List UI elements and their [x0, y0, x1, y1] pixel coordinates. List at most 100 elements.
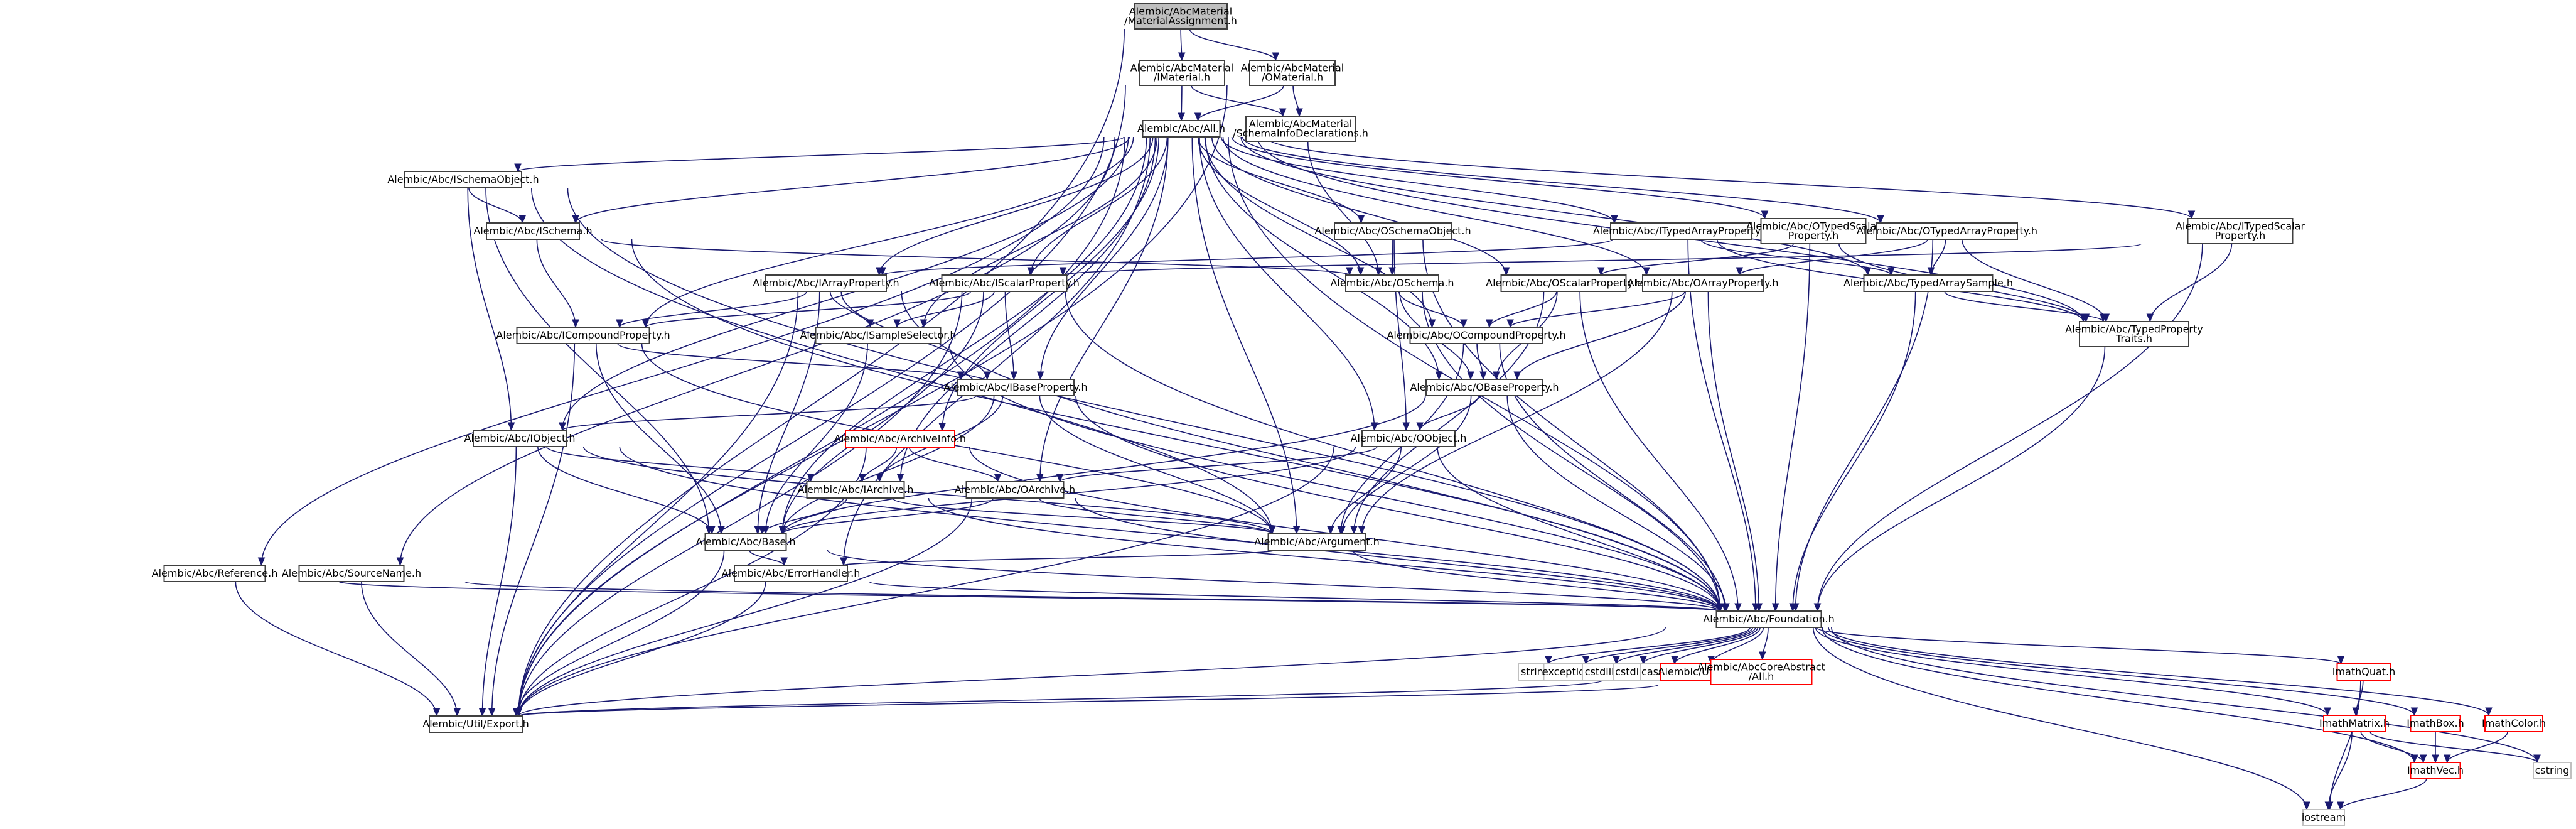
node-box[interactable] — [2410, 762, 2461, 779]
node-export[interactable]: Alembic/Util/Export.h — [422, 715, 529, 733]
node-box[interactable] — [2323, 715, 2386, 732]
node-box[interactable] — [1134, 3, 1228, 30]
node-imathmatrix[interactable]: ImathMatrix.h — [2319, 715, 2390, 732]
node-box[interactable] — [845, 430, 955, 448]
node-oobject[interactable]: Alembic/Abc/OObject.h — [1351, 430, 1467, 447]
arrowhead-foundation-to-imathmatrix — [2324, 707, 2331, 717]
node-imathbox[interactable]: ImathBox.h — [2407, 715, 2464, 732]
node-box[interactable] — [1334, 222, 1452, 240]
node-schemainfo[interactable]: Alembic/AbcMaterial/SchemaInfoDeclaratio… — [1233, 116, 1368, 142]
node-box[interactable] — [1361, 430, 1456, 447]
node-box[interactable] — [1760, 218, 1867, 244]
node-box[interactable] — [486, 222, 580, 240]
node-oschema[interactable]: Alembic/Abc/OSchema.h — [1330, 274, 1454, 292]
node-box[interactable] — [1245, 116, 1356, 142]
node-iobject[interactable]: Alembic/Abc/IObject.h — [464, 430, 576, 447]
node-box[interactable] — [734, 565, 848, 582]
node-obaseproperty[interactable]: Alembic/Abc/OBaseProperty.h — [1410, 379, 1559, 396]
node-iostream[interactable]: iostream — [2302, 809, 2346, 826]
node-itypedarrayproperty[interactable]: Alembic/Abc/ITypedArrayProperty.h — [1593, 222, 1769, 240]
node-imathvec[interactable]: ImathVec.h — [2407, 762, 2464, 779]
node-box[interactable] — [1142, 120, 1221, 138]
node-otypedarrayproperty[interactable]: Alembic/Abc/OTypedArrayProperty.h — [1857, 222, 2037, 240]
node-ischema[interactable]: Alembic/Abc/ISchema.h — [473, 222, 593, 240]
node-box[interactable] — [806, 481, 905, 499]
node-box[interactable] — [1345, 274, 1439, 292]
node-box[interactable] — [1642, 274, 1764, 292]
node-imathquat[interactable]: ImathQuat.h — [2332, 663, 2396, 681]
node-box[interactable] — [473, 430, 567, 447]
node-box[interactable] — [516, 327, 650, 344]
node-argument[interactable]: Alembic/Abc/Argument.h — [1254, 533, 1380, 551]
node-box[interactable] — [1425, 379, 1543, 396]
node-ocompoundproperty[interactable]: Alembic/Abc/OCompoundProperty.h — [1387, 327, 1566, 344]
node-ibaseproperty[interactable]: Alembic/Abc/IBaseProperty.h — [943, 379, 1088, 396]
node-omaterial[interactable]: Alembic/AbcMaterial/OMaterial.h — [1241, 60, 1344, 86]
node-box[interactable] — [815, 327, 942, 344]
node-abcall[interactable]: Alembic/Abc/All.h — [1137, 120, 1225, 138]
node-box[interactable] — [1710, 659, 1813, 685]
node-errorhandler[interactable]: Alembic/Abc/ErrorHandler.h — [722, 565, 861, 582]
node-box[interactable] — [2187, 218, 2294, 244]
node-iscalarproperty[interactable]: Alembic/Abc/IScalarProperty.h — [929, 274, 1080, 292]
node-ischemaobject[interactable]: Alembic/Abc/ISchemaObject.h — [387, 171, 539, 188]
node-box[interactable] — [2484, 715, 2543, 732]
arrowhead-imathmatrix-to-iostream — [2324, 801, 2332, 811]
edge-oscalarproperty-to-foundation — [1579, 291, 1739, 612]
node-cstring[interactable]: cstring — [2533, 762, 2572, 779]
node-box[interactable] — [1267, 533, 1366, 551]
node-box[interactable] — [965, 481, 1065, 499]
node-box[interactable] — [2302, 809, 2345, 826]
node-box[interactable] — [2336, 663, 2391, 681]
node-foundation[interactable]: Alembic/Abc/Foundation.h — [1703, 610, 1835, 628]
node-box[interactable] — [1876, 222, 2018, 240]
node-iarrayproperty[interactable]: Alembic/Abc/IArrayProperty.h — [753, 274, 899, 292]
edge-ischemaobject-to-ischema — [468, 187, 523, 224]
node-reference[interactable]: Alembic/Abc/Reference.h — [152, 565, 278, 582]
node-box[interactable] — [2410, 715, 2461, 732]
arrowhead-oschemaobject-to-oschema — [1388, 267, 1396, 276]
node-archiveinfo[interactable]: Alembic/Abc/ArchiveInfo.h — [834, 430, 966, 448]
edge-itypedarrayproperty-to-iarrayproperty — [882, 239, 1613, 276]
node-box[interactable] — [1610, 222, 1752, 240]
edge-itypedscalarproperty-to-typedpropertytraits — [2149, 243, 2233, 322]
node-oschemaobject[interactable]: Alembic/Abc/OSchemaObject.h — [1314, 222, 1471, 240]
node-icompoundproperty[interactable]: Alembic/Abc/ICompoundProperty.h — [496, 327, 670, 344]
node-imathcolor[interactable]: ImathColor.h — [2482, 715, 2546, 732]
node-base[interactable]: Alembic/Abc/Base.h — [695, 533, 796, 551]
node-typedarraysample[interactable]: Alembic/Abc/TypedArraySample.h — [1843, 274, 2013, 292]
node-imaterial[interactable]: Alembic/AbcMaterial/IMaterial.h — [1130, 60, 1234, 86]
node-box[interactable] — [765, 274, 887, 292]
node-box[interactable] — [163, 565, 266, 582]
node-box[interactable] — [404, 171, 522, 188]
edge-foundation-to-iostream — [1812, 627, 2307, 810]
node-box[interactable] — [1409, 327, 1543, 344]
node-oscalarproperty[interactable]: Alembic/Abc/OScalarProperty.h — [1486, 274, 1641, 292]
node-oarchive[interactable]: Alembic/Abc/OArchive.h — [955, 481, 1075, 499]
node-box[interactable] — [1863, 274, 1994, 292]
node-box[interactable] — [2533, 762, 2572, 779]
node-box[interactable] — [1139, 60, 1225, 86]
node-box[interactable] — [2079, 321, 2189, 347]
edge-itypedarrayproperty-to-typedarraysample — [1700, 239, 1892, 276]
node-box[interactable] — [957, 379, 1075, 396]
node-sourcename[interactable]: Alembic/Abc/SourceName.h — [282, 565, 421, 582]
node-box[interactable] — [429, 715, 523, 733]
node-box[interactable] — [1500, 274, 1627, 292]
node-label: Alembic/Abc/IObject.h — [464, 432, 576, 444]
node-box[interactable] — [1715, 610, 1822, 628]
node-oarrayproperty[interactable]: Alembic/Abc/OArrayProperty.h — [1628, 274, 1779, 292]
node-box[interactable] — [298, 565, 405, 582]
arrowhead-obaseproperty-to-argument — [1338, 526, 1346, 535]
node-root[interactable]: Alembic/AbcMaterial/MaterialAssignment.h — [1124, 3, 1237, 30]
node-isampleselector[interactable]: Alembic/Abc/ISampleSelector.h — [800, 327, 957, 344]
node-corebstractall[interactable]: Alembic/AbcCoreAbstract/All.h — [1697, 659, 1825, 685]
node-box[interactable] — [704, 533, 787, 551]
node-box[interactable] — [1249, 60, 1336, 86]
node-iarchive[interactable]: Alembic/Abc/IArchive.h — [798, 481, 914, 499]
edge-abcall-to-itypedarrayproperty — [1220, 136, 1615, 224]
node-box[interactable] — [941, 274, 1068, 292]
